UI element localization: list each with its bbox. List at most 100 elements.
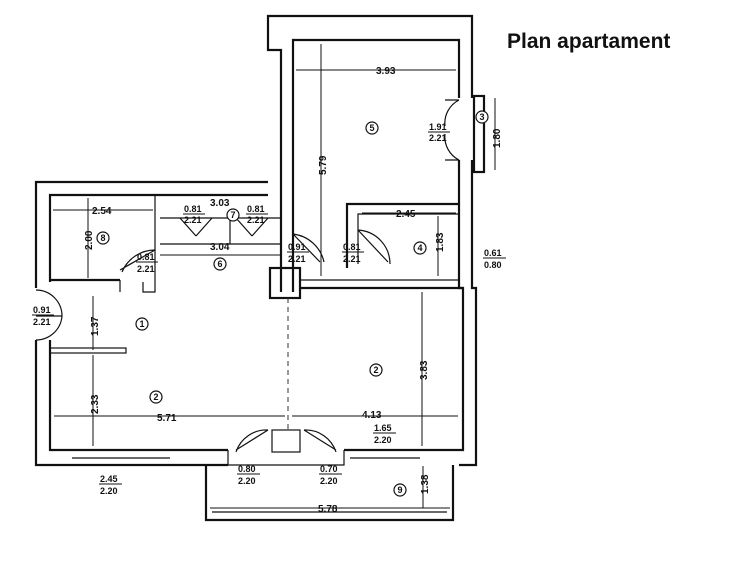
room-2a-marker: 2	[149, 390, 163, 404]
door-swing-closet-b	[235, 217, 269, 237]
room-8-marker: 8	[96, 231, 110, 245]
door-swing-balcony	[444, 99, 460, 161]
dim-571-label: 5.71	[157, 413, 177, 424]
opening-165: 1.65 2.20	[373, 423, 396, 445]
room-7-marker: 7	[226, 208, 240, 222]
door-swing-room8	[119, 249, 156, 273]
opening-labels: 1.91 2.21 0.81 2.21 0.81 2.21 0.81 2.21 …	[32, 122, 506, 496]
room-9-marker: 9	[393, 483, 407, 497]
opening-081c-bottom: 2.21	[137, 264, 155, 274]
opening-091a: 0.91 2.21	[287, 242, 309, 264]
opening-061-top: 0.61	[484, 248, 502, 258]
opening-245-bottom: 2.20	[100, 486, 118, 496]
opening-081b: 0.81 2.21	[246, 204, 268, 225]
plan-title: Plan apartament	[507, 30, 671, 53]
opening-091b-top: 0.91	[33, 305, 51, 315]
inner-wall-southwest	[48, 340, 228, 452]
central-column	[268, 266, 302, 300]
dimension-labels: 3.93 5.79 1.80 2.54 2.00 3.03 3.04 2.45 …	[84, 66, 503, 515]
room8-partition	[142, 195, 156, 293]
opening-080-bottom: 2.20	[238, 476, 256, 486]
inner-wall-west	[48, 193, 268, 282]
opening-081b-bottom: 2.21	[247, 215, 265, 225]
bay-pillar	[271, 429, 301, 453]
opening-070-bottom: 2.20	[320, 476, 338, 486]
dim-579-label: 5.79	[318, 155, 329, 175]
opening-081c-top: 0.81	[137, 252, 155, 262]
dimension-lines	[53, 44, 496, 509]
room-markers: 1 2 2 3 4 5 6 7	[96, 110, 489, 497]
opening-081d-top: 0.81	[343, 242, 361, 252]
door-swing-room4	[357, 229, 391, 265]
opening-165-bottom: 2.20	[374, 435, 392, 445]
dim-393-label: 3.93	[376, 66, 396, 77]
door-swing-room5	[292, 233, 325, 263]
opening-061: 0.61 0.80	[483, 248, 506, 270]
room-9-number: 9	[397, 485, 402, 495]
room-1-marker: 1	[135, 317, 149, 331]
room-2b-number: 2	[373, 365, 378, 375]
outer-wall-east	[459, 160, 478, 467]
dim-254-label: 2.54	[92, 206, 112, 217]
partition-stub	[49, 347, 127, 354]
outer-wall-southwest	[34, 340, 228, 467]
opening-091a-bottom: 2.21	[288, 254, 306, 264]
dim-138-label: 1.38	[420, 474, 431, 494]
dim-137-label: 1.37	[90, 316, 101, 336]
opening-091b: 0.91 2.21	[32, 305, 54, 327]
dim-233-label: 2.33	[90, 394, 101, 414]
dim-180-label: 1.80	[492, 128, 503, 148]
dim-578-label: 5.78	[318, 504, 338, 515]
opening-081a-top: 0.81	[184, 204, 202, 214]
opening-081a: 0.81 2.21	[183, 204, 205, 225]
dim-383-label: 3.83	[419, 360, 430, 380]
door-swing-closet-a	[179, 217, 213, 237]
opening-080: 0.80 2.20	[237, 464, 260, 486]
dim-304-label: 3.04	[210, 242, 230, 253]
opening-245: 2.45 2.20	[99, 474, 122, 496]
outer-wall-west	[34, 180, 268, 288]
walls	[34, 14, 486, 522]
dim-183-label: 1.83	[435, 232, 446, 252]
opening-165-top: 1.65	[374, 423, 392, 433]
bay-wall	[227, 450, 345, 466]
room4-wall	[345, 202, 459, 268]
outer-wall-tower	[266, 14, 474, 292]
room-6-number: 6	[217, 259, 222, 269]
door-swing-south-a	[235, 429, 269, 453]
window-east	[472, 94, 486, 174]
dim-303-label: 3.03	[210, 198, 230, 209]
room-4-marker: 4	[413, 241, 427, 255]
room-2a-number: 2	[153, 392, 158, 402]
inner-wall-tower	[291, 38, 461, 292]
opening-070-top: 0.70	[320, 464, 338, 474]
room4-wall-inner	[357, 213, 459, 264]
door-swings	[35, 99, 460, 453]
opening-081d: 0.81 2.21	[342, 242, 364, 264]
room-3-marker: 3	[475, 110, 489, 124]
room-1-number: 1	[139, 319, 144, 329]
room-3-number: 3	[479, 112, 484, 122]
opening-061-bottom: 0.80	[484, 260, 502, 270]
room-4-number: 4	[417, 243, 422, 253]
dim-245a-label: 2.45	[396, 209, 416, 220]
door-swing-entry	[35, 289, 63, 341]
opening-191-bottom: 2.21	[429, 133, 447, 143]
opening-081a-bottom: 2.21	[184, 215, 202, 225]
room-7-number: 7	[230, 210, 235, 220]
room-6-marker: 6	[213, 257, 227, 271]
door-swing-south-b	[303, 429, 337, 453]
opening-081d-bottom: 2.21	[343, 254, 361, 264]
opening-245-top: 2.45	[100, 474, 118, 484]
room-5-number: 5	[369, 123, 374, 133]
room-2b-marker: 2	[369, 363, 383, 377]
dim-413-label: 4.13	[362, 410, 382, 421]
room-5-marker: 5	[365, 121, 379, 135]
opening-081c: 0.81 2.21	[136, 252, 158, 274]
room-8-number: 8	[100, 233, 105, 243]
dim-200-label: 2.00	[84, 230, 95, 250]
opening-191: 1.91 2.21	[428, 122, 450, 143]
opening-081b-top: 0.81	[247, 204, 265, 214]
balcony-rail	[204, 465, 455, 522]
